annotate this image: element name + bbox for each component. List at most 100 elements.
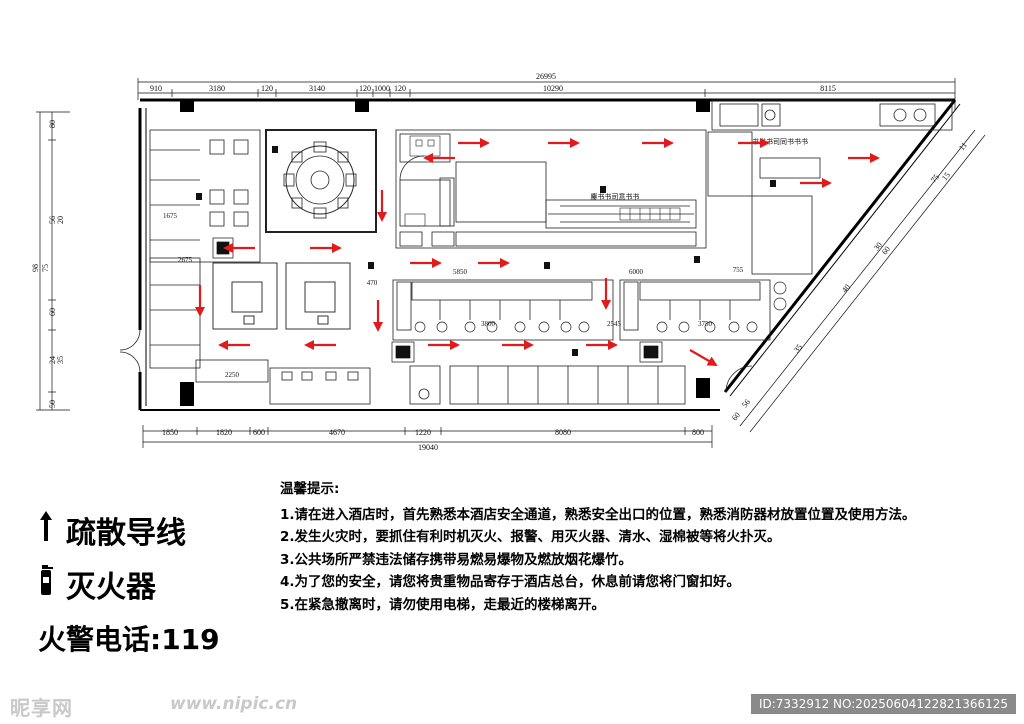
central-booths [212, 262, 351, 330]
note-item-3: 3.公共场所严禁违法储存携带易燃易爆物及燃放烟花爆竹。 [280, 551, 633, 568]
evac-arrow [601, 278, 611, 310]
watermark-bar: 昵享网 www.nipic.cn ID:7332912 NO:202506041… [0, 686, 1024, 724]
dim-diag-0: 11 [957, 141, 969, 153]
evac-arrow [428, 340, 460, 350]
dim-diag-1: 75 [929, 173, 941, 185]
dim-top-7: 10290 [543, 84, 563, 93]
evac-arrow [458, 138, 490, 148]
arrow-up-icon [38, 511, 54, 549]
dim-left-small-2: 50 [48, 400, 57, 408]
dim-left-outer: 98 [31, 264, 40, 272]
dim-int-0: 5850 [453, 268, 468, 276]
doors [119, 155, 753, 393]
evac-arrow [373, 300, 383, 332]
dim-bottom-0: 1850 [162, 428, 178, 437]
floor-plan: 26995 910 3180 120 3140 120 1000 120 102… [31, 72, 986, 452]
counter-label-top: 书书书司同书书书 [752, 137, 808, 146]
dim-top-6: 120 [394, 84, 406, 93]
private-dining-room [265, 129, 377, 233]
evac-arrow [410, 258, 442, 268]
watermark-url: www.nipic.cn [170, 694, 298, 714]
evac-arrow [304, 340, 336, 350]
counter-label-mid: 鏖书书司意书书 [591, 192, 640, 201]
dim-int-1: 6000 [629, 268, 644, 276]
legend-evacuation-line: 疏散导线 [38, 508, 186, 552]
note-item-2: 2.发生火灾时，要抓住有利时机灭火、报警、用灭火器、清水、湿棉被等将火扑灭。 [280, 529, 781, 545]
watermark-logo: 昵享网 [10, 696, 73, 720]
evac-arrow [800, 178, 832, 188]
dim-bottom-4: 1220 [415, 428, 431, 437]
dim-bottom-2: 600 [253, 428, 265, 437]
top-dims: 910 3180 120 3140 120 1000 120 10290 811… [150, 84, 836, 93]
dim-bottom-6: 800 [692, 428, 704, 437]
dim-top-8: 8115 [820, 84, 836, 93]
notes-title: 温馨提示: [280, 481, 340, 497]
dim-int-5: 3800 [481, 320, 496, 328]
dim-left-outer-sub: 75 [41, 264, 50, 272]
dim-overall-bottom: 19040 [418, 443, 438, 452]
extinguisher-markers [196, 146, 776, 356]
dim-left-small-0: 80 [48, 120, 57, 128]
dim-bottom-5: 8080 [555, 428, 571, 437]
evac-arrow [310, 243, 342, 253]
bottom-table-row [195, 359, 686, 405]
diagonal-dims: 11 75 15 30 60 40 35 56 60 [730, 141, 969, 423]
evac-arrow [689, 349, 718, 366]
interior-dims: 5850 6000 1675 2675 2250 3800 3750 2545 … [163, 212, 744, 379]
dim-top-2: 120 [261, 84, 273, 93]
evac-arrow [738, 138, 770, 148]
dim-int-3: 2675 [178, 256, 193, 264]
dim-top-3: 3140 [309, 84, 325, 93]
outer-walls [138, 98, 961, 411]
dim-left-mid-3: 35 [56, 356, 65, 364]
note-item-1: 1.请在进入酒店时，首先熟悉本酒店安全通道，熟悉安全出口的位置，熟悉消防器材放置… [280, 506, 916, 523]
dim-int-9: 470 [367, 279, 378, 287]
right-hood-area [707, 99, 953, 275]
watermark-id: ID:7332912 NO:20250604122821366125 [750, 694, 1016, 714]
evac-arrow [586, 340, 618, 350]
legend-extinguisher-label: 灭火器 [66, 570, 156, 605]
bottom-dims: 1850 1820 600 4670 1220 8080 800 [162, 428, 704, 437]
legend-extinguisher: 灭火器 [38, 562, 156, 606]
evac-arrow [218, 340, 250, 350]
central-counter-rows [392, 279, 771, 341]
dim-int-8: 755 [733, 266, 744, 274]
dim-diag-8: 60 [730, 411, 742, 423]
bottom-dimension-chain [142, 425, 713, 448]
safety-notes: 温馨提示: 1.请在进入酒店时，首先熟悉本酒店安全通道，熟悉安全出口的位置，熟悉… [280, 478, 980, 616]
dim-left-small-1: 60 [48, 308, 57, 316]
fire-phone: 火警电话:119 [38, 623, 220, 656]
dim-left-mid-1: 20 [56, 216, 65, 224]
top-dimension-chain [137, 78, 956, 110]
dim-bottom-3: 4670 [329, 428, 345, 437]
dim-diag-6: 35 [792, 343, 804, 355]
fire-extinguisher-icon [38, 565, 54, 603]
columns [180, 100, 710, 406]
evac-arrow [195, 285, 205, 317]
dim-bottom-1: 1820 [216, 428, 232, 437]
diagonal-dimension-chain [739, 129, 986, 433]
central-stools [414, 281, 787, 333]
dim-diag-5: 40 [840, 283, 852, 295]
kitchen-stove-grids [404, 135, 681, 227]
evac-arrow [548, 138, 580, 148]
dim-top-5: 1000 [374, 84, 390, 93]
dim-int-4: 2250 [225, 371, 240, 379]
evac-arrow [423, 153, 455, 163]
dim-left-mid-0: 56 [48, 216, 57, 224]
dim-top-0: 910 [150, 84, 162, 93]
dim-diag-3: 30 [872, 241, 884, 253]
dim-top-4: 120 [359, 84, 371, 93]
dim-diag-4: 60 [880, 245, 892, 257]
evac-arrow [502, 340, 534, 350]
evacuation-arrows [195, 138, 880, 366]
evac-arrow [223, 243, 255, 253]
dim-top-1: 3180 [209, 84, 225, 93]
dim-int-6: 3750 [698, 320, 713, 328]
evac-arrow [478, 258, 510, 268]
left-dimension-chain [36, 111, 70, 411]
left-dims: 98 75 56 20 24 35 80 60 50 [31, 120, 65, 408]
kitchen-area [395, 129, 707, 249]
dim-int-2: 1675 [163, 212, 178, 220]
evac-arrow [642, 138, 674, 148]
